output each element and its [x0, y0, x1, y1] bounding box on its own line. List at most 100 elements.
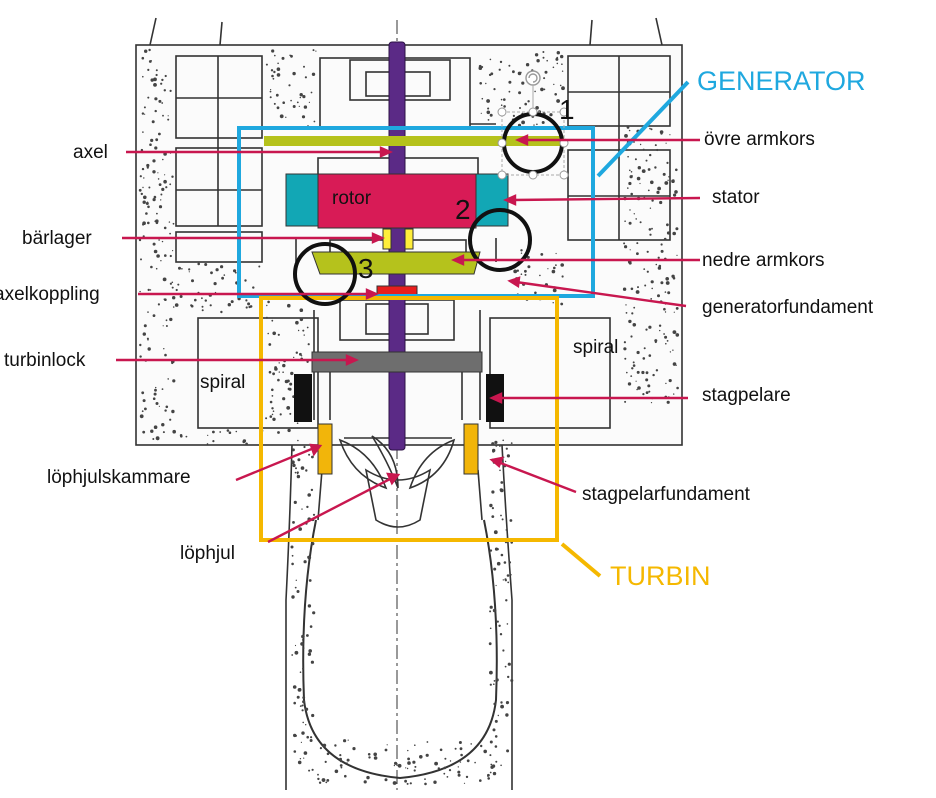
speckle: [322, 780, 325, 782]
speckle: [152, 198, 156, 202]
speckle: [169, 418, 172, 421]
speckle: [303, 560, 307, 564]
speckle: [267, 300, 270, 304]
marker-number-2: 2: [455, 194, 471, 225]
speckle: [527, 100, 530, 103]
speckle: [373, 756, 378, 760]
speckle: [226, 429, 230, 432]
speckle: [169, 232, 172, 235]
speckle: [437, 767, 440, 770]
speckle: [149, 289, 152, 291]
speckle: [299, 352, 302, 356]
speckle: [302, 667, 304, 670]
speckle: [326, 752, 330, 756]
rotate-handle-icon[interactable]: [525, 70, 541, 108]
speckle: [210, 271, 213, 275]
speckle: [287, 387, 291, 391]
speckle: [509, 573, 512, 576]
speckle: [542, 51, 545, 53]
speckle: [407, 761, 411, 765]
speckle: [412, 760, 416, 764]
speckle: [148, 186, 151, 189]
speckle: [490, 763, 493, 766]
speckle: [311, 455, 314, 459]
speckle: [163, 226, 167, 230]
speckle: [307, 343, 310, 346]
speckle: [491, 442, 495, 446]
speckle: [150, 60, 152, 62]
speckle: [632, 361, 635, 364]
turbine-cover: [311, 351, 483, 373]
speckle: [505, 599, 508, 602]
speckle: [140, 148, 144, 152]
speckle: [498, 624, 501, 627]
speckle: [543, 88, 546, 91]
speckle: [293, 356, 295, 359]
speckle: [308, 579, 312, 582]
turbine-title: TURBIN: [610, 561, 711, 591]
speckle: [177, 283, 180, 286]
speckle: [141, 56, 145, 60]
speckle: [635, 290, 640, 294]
speckle: [623, 242, 626, 245]
speckle: [146, 337, 149, 340]
speckle: [138, 238, 142, 242]
speckle: [493, 88, 496, 91]
speckle: [289, 54, 291, 57]
speckle: [637, 386, 641, 390]
speckle: [275, 93, 279, 97]
speckle: [499, 633, 503, 636]
selection-handles[interactable]: [497, 107, 569, 180]
speckle: [665, 281, 670, 285]
speckle: [290, 371, 294, 376]
speckle: [414, 744, 416, 746]
runner-chamber-right: [463, 423, 479, 475]
marker-circle-2: [468, 208, 532, 272]
speckle: [654, 341, 657, 344]
speckle: [276, 106, 280, 110]
speckle: [675, 307, 679, 310]
speckle: [273, 70, 276, 74]
speckle: [493, 530, 498, 535]
speckle: [274, 54, 276, 57]
speckle: [637, 166, 641, 170]
speckle: [139, 175, 142, 178]
speckle: [305, 469, 308, 472]
speckle: [503, 561, 507, 564]
speckle: [439, 748, 443, 752]
speckle: [143, 324, 147, 328]
speckle: [508, 64, 511, 67]
speckle: [227, 303, 231, 307]
speckle: [648, 325, 652, 329]
speckle: [311, 542, 315, 546]
speckle: [673, 311, 675, 313]
speckle: [172, 306, 175, 308]
speckle: [631, 367, 634, 370]
speckle: [152, 314, 156, 317]
speckle: [664, 335, 668, 339]
speckle: [277, 378, 280, 382]
speckle: [277, 431, 280, 434]
speckle: [663, 333, 665, 335]
label-generatorfundament: generatorfundament: [702, 297, 874, 318]
speckle: [491, 515, 495, 518]
speckle: [502, 439, 505, 442]
speckle: [271, 388, 274, 392]
speckle: [271, 395, 274, 397]
speckle: [305, 707, 309, 711]
label-spiral-left: spiral: [200, 372, 246, 393]
turbine-frame: [259, 296, 559, 542]
speckle: [312, 611, 316, 615]
speckle: [492, 448, 496, 453]
speckle: [171, 175, 174, 178]
speckle: [169, 317, 173, 322]
speckle: [407, 757, 410, 761]
speckle: [138, 188, 142, 192]
speckle: [674, 190, 678, 194]
speckle: [552, 288, 557, 293]
speckle: [425, 753, 429, 757]
speckle: [312, 513, 316, 516]
speckle: [487, 777, 491, 780]
runner-chamber-left: [317, 423, 333, 475]
speckle: [663, 307, 666, 311]
